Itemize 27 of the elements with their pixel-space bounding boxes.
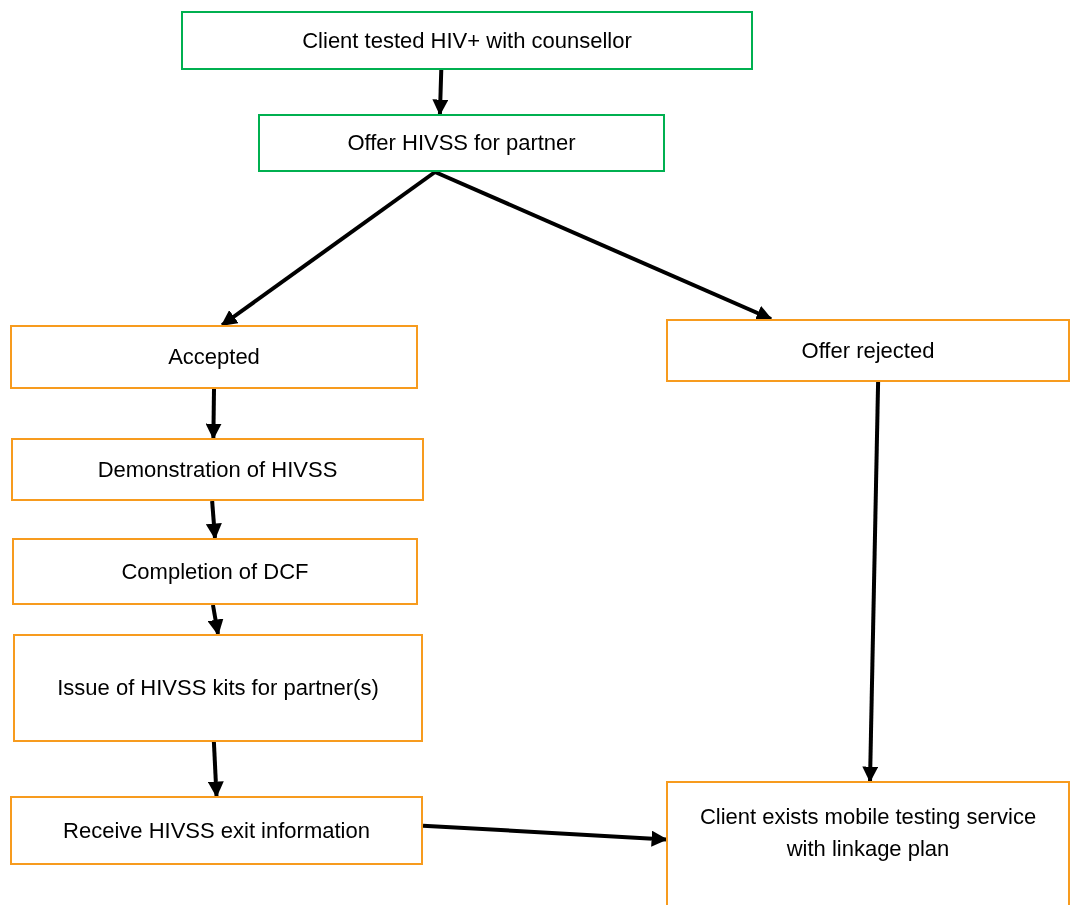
process-box [11,438,424,501]
process-box [181,11,753,70]
box-label: Demonstration of HIVSS [97,455,338,484]
arrow [432,69,449,116]
box-label: Accepted [168,343,260,372]
arrow [205,500,222,540]
box-label: Completion of DCF [121,557,309,586]
process-box [10,796,423,865]
process-box [10,325,418,389]
process-box [12,538,418,605]
box-label: Issue of HIVSS kits for partner(s) [57,674,379,703]
process-box [13,634,423,742]
arrow [220,170,437,327]
box-label: Receive HIVSS exit information [63,816,370,845]
box-label: Client tested HIV+ with counsellor [302,26,632,55]
arrow [207,604,224,636]
arrow [434,170,773,321]
arrow [207,741,224,798]
process-box [258,114,665,172]
arrow [205,388,222,440]
box-label: Offer rejected [801,336,935,365]
box-label: Client exists mobile testing service with linkage plan [698,803,1038,863]
process-box [666,319,1070,382]
process-box [666,781,1070,905]
arrow [422,823,668,847]
arrow [862,381,881,783]
box-label: Offer HIVSS for partner [347,129,576,158]
